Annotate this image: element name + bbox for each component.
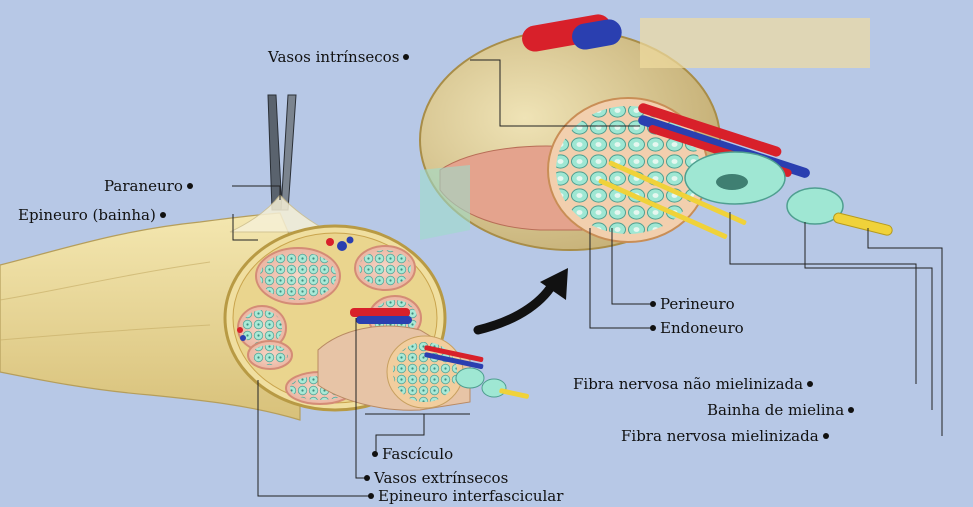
zoom-arrow	[478, 268, 568, 330]
magnified-view	[420, 12, 893, 250]
label-fibra-nao-mielinizada: Fibra nervosa não mielinizada	[573, 375, 813, 393]
leader-dot	[650, 301, 656, 307]
label-fasciculo: Fascículo	[372, 445, 453, 463]
label-text: Paraneuro	[104, 177, 183, 195]
leader-dot	[372, 451, 378, 457]
leader-dot	[650, 325, 656, 331]
label-text: Endoneuro	[660, 319, 744, 337]
label-vasos-intrinsecos: Vasos intrínsecos	[268, 48, 409, 66]
leader-dot	[823, 433, 829, 439]
label-text: Fascículo	[382, 445, 453, 463]
label-vasos-extrinsecos: Vasos extrínsecos	[364, 469, 508, 487]
label-paraneuro: Paraneuro	[104, 177, 193, 195]
label-bainha-mielina: Bainha de mielina	[707, 401, 854, 419]
label-text: Epineuro interfascicular	[378, 487, 563, 505]
leader-dot	[403, 54, 409, 60]
label-text: Fibra nervosa mielinizada	[621, 427, 819, 445]
label-text: Bainha de mielina	[707, 401, 844, 419]
label-text: Epineuro (bainha)	[18, 206, 156, 224]
label-text: Vasos intrínsecos	[268, 48, 399, 66]
label-text: Vasos extrínsecos	[374, 469, 508, 487]
label-fibra-mielinizada: Fibra nervosa mielinizada	[621, 427, 829, 445]
label-epineuro-bainha: Epineuro (bainha)	[18, 206, 166, 224]
label-perineuro: Perineuro	[650, 295, 735, 313]
leader-dot	[848, 407, 854, 413]
label-text: Fibra nervosa não mielinizada	[573, 375, 803, 393]
leader-dot	[807, 381, 813, 387]
label-text: Perineuro	[660, 295, 735, 313]
leader-dot	[368, 493, 374, 499]
leader-dot	[160, 212, 166, 218]
label-epineuro-interfascicular: Epineuro interfascicular	[368, 487, 563, 505]
label-endoneuro: Endoneuro	[650, 319, 744, 337]
leader-dot	[364, 475, 370, 481]
forceps-tool	[268, 95, 296, 210]
leader-dot	[187, 183, 193, 189]
